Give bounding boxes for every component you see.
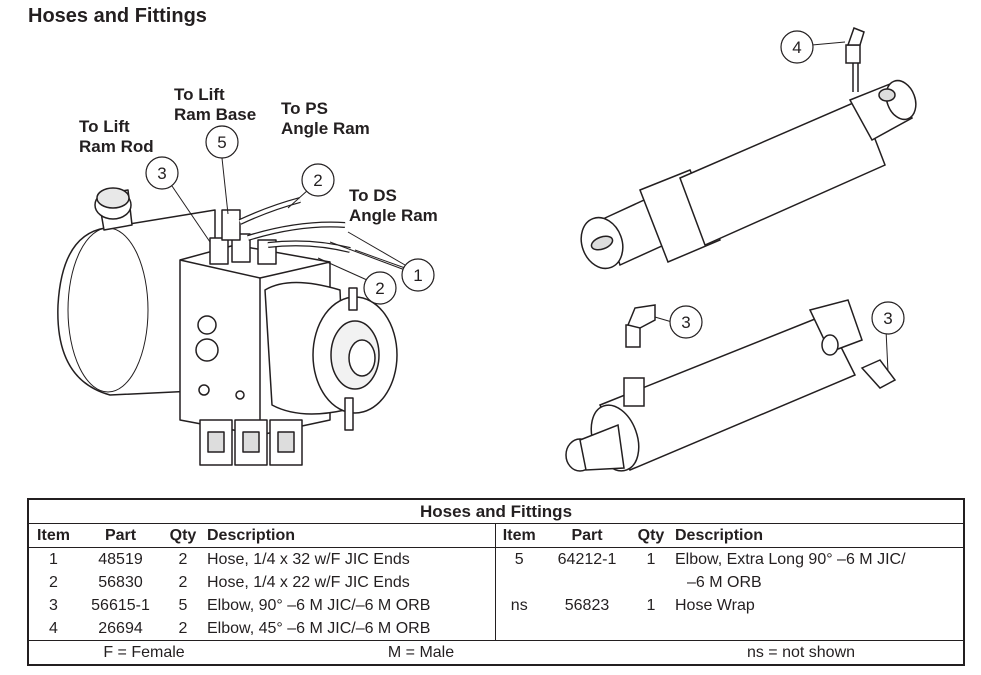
qty-cell: 1 bbox=[646, 597, 656, 614]
table-row: 1 48519 2 Hose, 1/4 x 32 w/F JIC Ends 5 … bbox=[28, 547, 964, 571]
callout-5-number: 5 bbox=[217, 133, 226, 152]
item-cell: ns bbox=[494, 594, 543, 617]
pump-unit-drawing bbox=[57, 187, 398, 466]
qty-cell: 2 bbox=[178, 551, 188, 568]
table-title: Hoses and Fittings bbox=[28, 499, 964, 524]
col-header-description: Description bbox=[671, 523, 964, 548]
item-cell: 5 bbox=[494, 547, 543, 571]
empty-cell bbox=[631, 617, 671, 641]
callout-3-lift-ram-rod-number: 3 bbox=[883, 309, 892, 328]
qty-cell: 1 bbox=[646, 551, 656, 568]
col-header-qty: Qty bbox=[163, 523, 203, 548]
table-row: 3 56615-1 5 Elbow, 90° –6 M JIC/–6 M ORB… bbox=[28, 594, 964, 617]
callout-1 bbox=[401, 258, 435, 292]
callout-2-lower bbox=[363, 271, 397, 305]
empty-cell bbox=[671, 617, 964, 641]
description-cell: Elbow, 90° –6 M JIC/–6 M ORB bbox=[207, 597, 431, 614]
callout-2-upper bbox=[301, 163, 335, 197]
lift-ram-drawing bbox=[565, 299, 897, 472]
qty-cell bbox=[631, 571, 671, 594]
part-cell: 26694 bbox=[98, 620, 143, 637]
table-row: 4 26694 2 Elbow, 45° –6 M JIC/–6 M ORB bbox=[28, 617, 964, 641]
item-cell bbox=[494, 571, 543, 594]
callout-2-upper-number: 2 bbox=[313, 171, 322, 190]
callout-2-lower-number: 2 bbox=[375, 279, 384, 298]
label-line: To PS bbox=[281, 99, 328, 118]
label-ds-angle-ram: To DS Angle Ram bbox=[349, 186, 438, 226]
description-cell-continued: –6 M ORB bbox=[687, 574, 762, 591]
empty-cell bbox=[543, 617, 631, 641]
description-cell: Hose, 1/4 x 32 w/F JIC Ends bbox=[207, 551, 410, 568]
callout-1-number: 1 bbox=[413, 266, 422, 285]
label-line: To Lift bbox=[174, 85, 225, 104]
callout-5 bbox=[205, 125, 239, 159]
part-cell: 56830 bbox=[98, 574, 143, 591]
label-ps-angle-ram: To PS Angle Ram bbox=[281, 99, 370, 139]
label-line: To Lift bbox=[79, 117, 130, 136]
callout-3-lift-ram-number: 3 bbox=[681, 313, 690, 332]
label-line: Angle Ram bbox=[281, 119, 370, 138]
item-cell: 3 bbox=[49, 597, 58, 614]
callout-4 bbox=[780, 30, 814, 64]
description-cell: Hose, 1/4 x 22 w/F JIC Ends bbox=[207, 574, 410, 591]
col-header-part: Part bbox=[543, 523, 631, 548]
leader-lines bbox=[171, 41, 889, 373]
col-header-description: Description bbox=[203, 523, 495, 548]
qty-cell: 5 bbox=[178, 597, 188, 614]
legend-female: F = Female bbox=[28, 640, 203, 665]
table-legend-row: F = Female M = Male ns = not shown bbox=[28, 640, 964, 665]
label-line: To DS bbox=[349, 186, 397, 205]
part-cell: 56615-1 bbox=[91, 597, 150, 614]
item-cell: 2 bbox=[49, 574, 58, 591]
description-cell: Elbow, 45° –6 M JIC/–6 M ORB bbox=[207, 620, 431, 637]
description-cell: Hose Wrap bbox=[675, 597, 755, 614]
table-header-row: Item Part Qty Description Item Part Qty … bbox=[28, 523, 964, 548]
legend-male: M = Male bbox=[203, 640, 543, 665]
part-cell: 56823 bbox=[564, 597, 610, 614]
angle-ram-drawing bbox=[580, 27, 917, 270]
item-cell: 4 bbox=[49, 620, 58, 637]
label-lift-ram-rod: To Lift Ram Rod bbox=[79, 117, 154, 157]
callout-3-lift-ram-rod bbox=[871, 301, 905, 335]
col-header-part: Part bbox=[78, 523, 163, 548]
label-line: Ram Base bbox=[174, 105, 257, 124]
qty-cell: 2 bbox=[178, 620, 188, 637]
callout-3-number: 3 bbox=[157, 164, 166, 183]
table-row: 2 56830 2 Hose, 1/4 x 22 w/F JIC Ends –6… bbox=[28, 571, 964, 594]
part-cell: 48519 bbox=[98, 551, 143, 568]
callout-4-number: 4 bbox=[792, 38, 801, 57]
label-line: Angle Ram bbox=[349, 206, 438, 225]
hydraulic-illustration: 5 3 2 2 1 4 3 3 bbox=[57, 27, 917, 472]
part-cell: 64212-1 bbox=[557, 551, 617, 568]
label-lift-ram-base: To Lift Ram Base bbox=[174, 85, 256, 125]
callout-3 bbox=[145, 156, 179, 190]
col-header-qty: Qty bbox=[631, 523, 671, 548]
page-title: Hoses and Fittings bbox=[28, 5, 207, 27]
label-line: Ram Rod bbox=[79, 137, 154, 156]
qty-cell: 2 bbox=[178, 574, 188, 591]
col-header-item: Item bbox=[494, 523, 543, 548]
parts-table: Hoses and Fittings Item Part Qty Descrip… bbox=[27, 498, 965, 666]
part-cell bbox=[543, 571, 631, 594]
item-cell: 1 bbox=[49, 551, 58, 568]
empty-cell bbox=[494, 617, 543, 641]
description-cell: Elbow, Extra Long 90° –6 M JIC/ bbox=[675, 551, 906, 568]
col-header-item: Item bbox=[28, 523, 78, 548]
legend-not-shown: ns = not shown bbox=[543, 640, 964, 665]
callout-3-lift-ram bbox=[669, 305, 703, 339]
